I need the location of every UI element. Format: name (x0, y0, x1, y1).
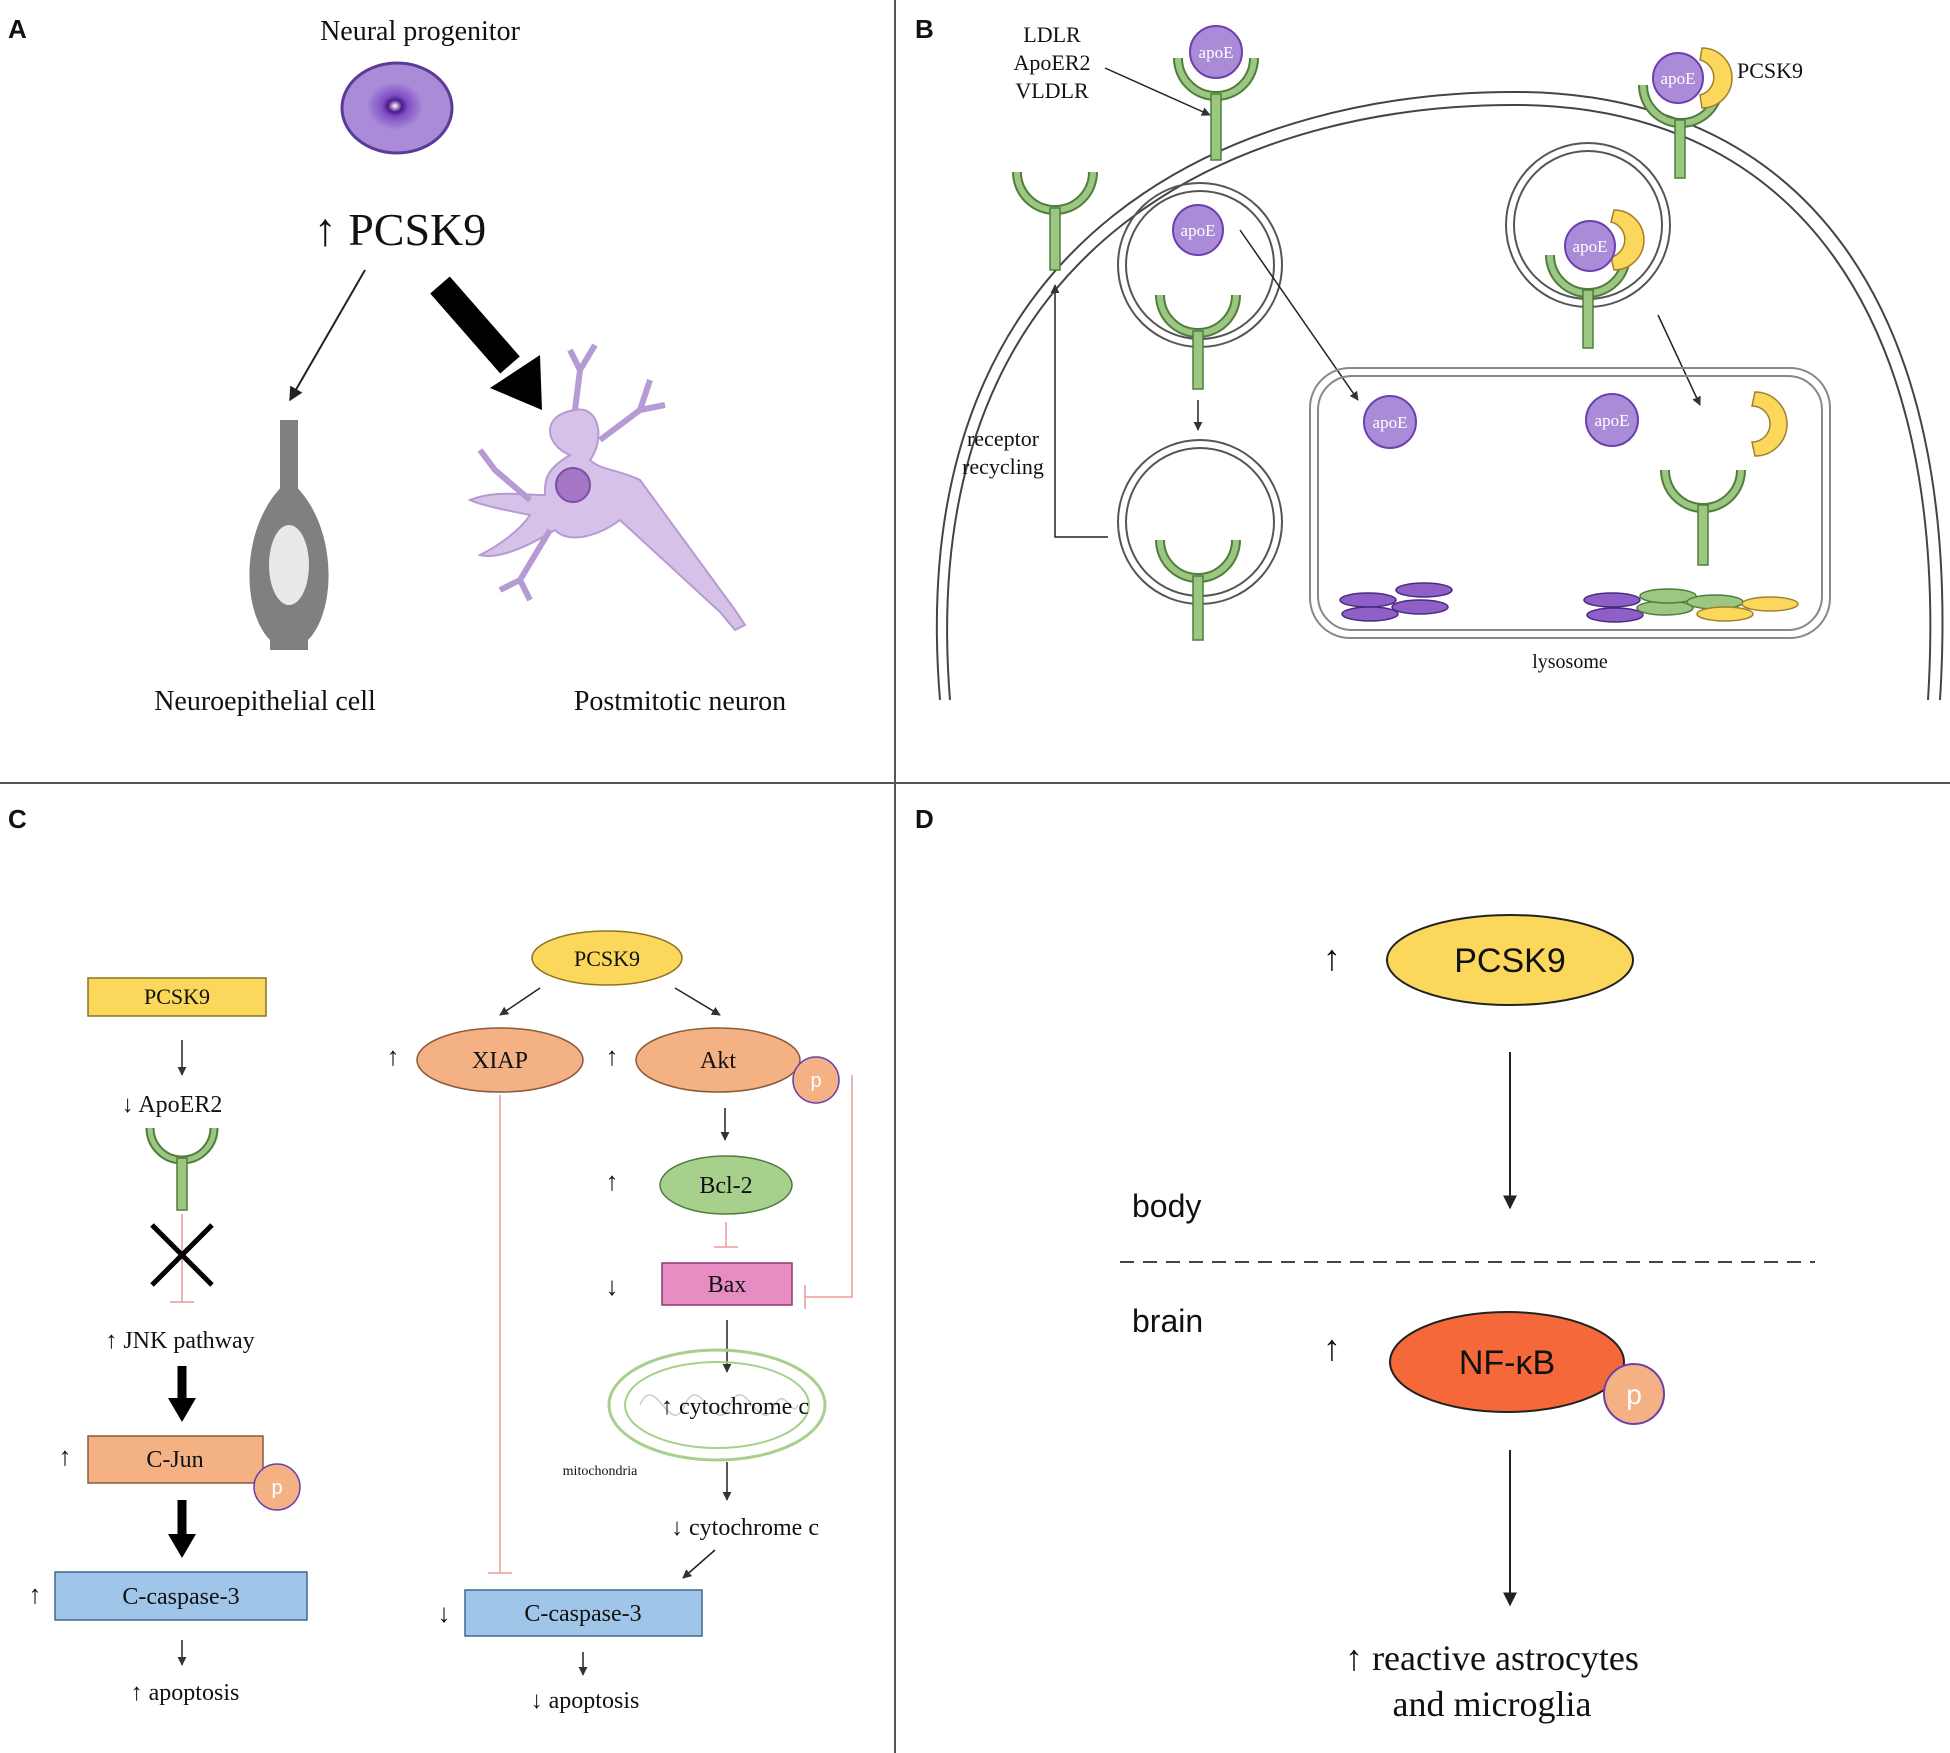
c-left-caspase-label: C-caspase-3 (122, 1584, 239, 1610)
panel-c: C PCSK9 ↓ ApoER2 ↑ JNK pathway ↑ C-Jun p (8, 804, 853, 1714)
lysosome-label: lysosome (1532, 651, 1608, 673)
panel-d-label: D (915, 804, 934, 834)
c-right-pcsk9-oval (531, 930, 683, 986)
panel-a: A Neural progenitor ↑ PCSK9 (8, 14, 786, 717)
panel-c-label: C (8, 804, 27, 834)
c-left-apoer2-label: ↓ ApoER2 (122, 1092, 223, 1118)
c-right-xiap-label: XIAP (472, 1048, 528, 1074)
c-right-caspase-label: C-caspase-3 (524, 1601, 641, 1627)
thick-arrow-to-neuron (430, 276, 542, 410)
svg-text:apoE: apoE (1199, 43, 1234, 62)
c-right-bcl2-up: ↑ (606, 1167, 619, 1196)
c-left-cjun-box (87, 1435, 264, 1484)
d-nfkb-up: ↑ (1323, 1328, 1341, 1368)
recycling-arrow (1050, 284, 1108, 538)
c-right-bcl2-label: Bcl-2 (699, 1173, 752, 1199)
recycled-receptor (1012, 171, 1098, 271)
postmitotic-neuron-icon (467, 343, 747, 632)
c-left-cjun-up: ↑ (59, 1442, 72, 1471)
d-outcome-line-1: ↑ reactive astrocytes (1345, 1638, 1639, 1678)
c-right-apoptosis-label: ↓ apoptosis (531, 1688, 640, 1714)
d-outcome-line-2: and microglia (1393, 1684, 1592, 1724)
svg-text:p: p (810, 1070, 821, 1092)
svg-text:p: p (271, 1477, 282, 1499)
arrow-to-neuroepithelial (289, 269, 366, 402)
surface-receptor-pcsk9: apoE (1638, 47, 1733, 179)
receptor-name-ldlr: LDLR (1023, 22, 1081, 47)
postmitotic-label: Postmitotic neuron (574, 686, 786, 717)
c-left-cjun-phospho (253, 1463, 301, 1511)
c-right-akt-up: ↑ (606, 1042, 619, 1071)
d-pcsk9-up: ↑ (1323, 938, 1341, 978)
lysosome: apoE apoE (1309, 367, 1831, 639)
c-right-akt-phospho (792, 1056, 840, 1104)
pcsk9-up-label: ↑ PCSK9 (314, 204, 487, 255)
mitochondria-icon (607, 1348, 827, 1462)
receptor-name-vldlr: VLDLR (1015, 78, 1089, 103)
c-right-mitochondria-label: mitochondria (563, 1464, 638, 1479)
c-left-pcsk9-box (87, 977, 267, 1017)
c-right-caspase-box (464, 1589, 703, 1637)
cell-membrane (935, 90, 1944, 701)
neural-progenitor-icon (340, 61, 454, 155)
c-right-bax-down: ↓ (606, 1272, 619, 1301)
c-right-pcsk9-label: PCSK9 (574, 946, 640, 971)
progenitor-label: Neural progenitor (320, 16, 520, 47)
d-body-label: body (1132, 1188, 1201, 1224)
c-left-cjun-label: C-Jun (146, 1447, 203, 1473)
c-left-apoptosis-label: ↑ apoptosis (131, 1680, 240, 1706)
d-pcsk9-oval (1386, 914, 1634, 1006)
c-left-apoer2-receptor (145, 1127, 219, 1211)
surface-receptor-apoe: apoE (1173, 25, 1259, 161)
c-right-cyto-down-label: ↓ cytochrome c (671, 1515, 819, 1541)
c-left-caspase-up: ↑ (29, 1580, 42, 1609)
c-right-bax-label: Bax (708, 1272, 747, 1298)
c-right-akt-label: Akt (700, 1048, 736, 1074)
thick-arrow-jnk-cjun (168, 1366, 196, 1422)
svg-text:apoE: apoE (1373, 413, 1408, 432)
c-right-bax-box (661, 1262, 793, 1306)
svg-text:apoE: apoE (1181, 221, 1216, 240)
d-brain-label: brain (1132, 1303, 1203, 1339)
blocked-x-icon (150, 1223, 214, 1287)
d-nfkb-label: NF-κB (1459, 1344, 1555, 1382)
neuroepithelial-label: Neuroepithelial cell (154, 686, 376, 717)
endosome-apoe: apoE (1117, 182, 1283, 390)
c-left-pcsk9-label: PCSK9 (144, 984, 210, 1009)
c-right-xiap-up: ↑ (387, 1042, 400, 1071)
panel-b: B LDLR ApoER2 VLDLR apoE apoE PCSK9 (915, 14, 1944, 701)
endosome-receptor (1117, 439, 1283, 641)
c-right-caspase-down: ↓ (438, 1599, 451, 1628)
d-nfkb-phospho (1603, 1363, 1665, 1425)
pcsk9-label-b: PCSK9 (1737, 58, 1803, 83)
panel-a-label: A (8, 14, 27, 44)
recycling-label-1: receptor (967, 426, 1040, 451)
panel-d: D ↑ PCSK9 body brain ↑ NF-κB p ↑ reactiv… (915, 804, 1815, 1724)
thick-arrow-cjun-caspase (168, 1500, 196, 1558)
svg-text:apoE: apoE (1661, 69, 1696, 88)
c-right-xiap-oval (416, 1027, 584, 1093)
c-right-bcl2-oval (659, 1155, 793, 1215)
d-pcsk9-label: PCSK9 (1454, 942, 1566, 980)
c-left-jnk-label: ↑ JNK pathway (105, 1328, 254, 1354)
neuroepithelial-cell-icon (249, 420, 329, 650)
svg-text:apoE: apoE (1595, 411, 1630, 430)
d-nfkb-oval (1389, 1311, 1625, 1413)
svg-text:p: p (1626, 1379, 1642, 1410)
endosome-pcsk9: apoE (1505, 142, 1671, 349)
c-right-cyto-mito-label: ↑ cytochrome c (661, 1394, 809, 1420)
akt-inhibit-bax (805, 1075, 853, 1298)
svg-text:apoE: apoE (1573, 237, 1608, 256)
c-left-caspase-box (54, 1571, 308, 1621)
panel-b-label: B (915, 14, 934, 44)
receptor-name-apoer2: ApoER2 (1014, 50, 1091, 75)
recycling-label-2: recycling (962, 454, 1044, 479)
c-right-akt-oval (635, 1027, 801, 1093)
